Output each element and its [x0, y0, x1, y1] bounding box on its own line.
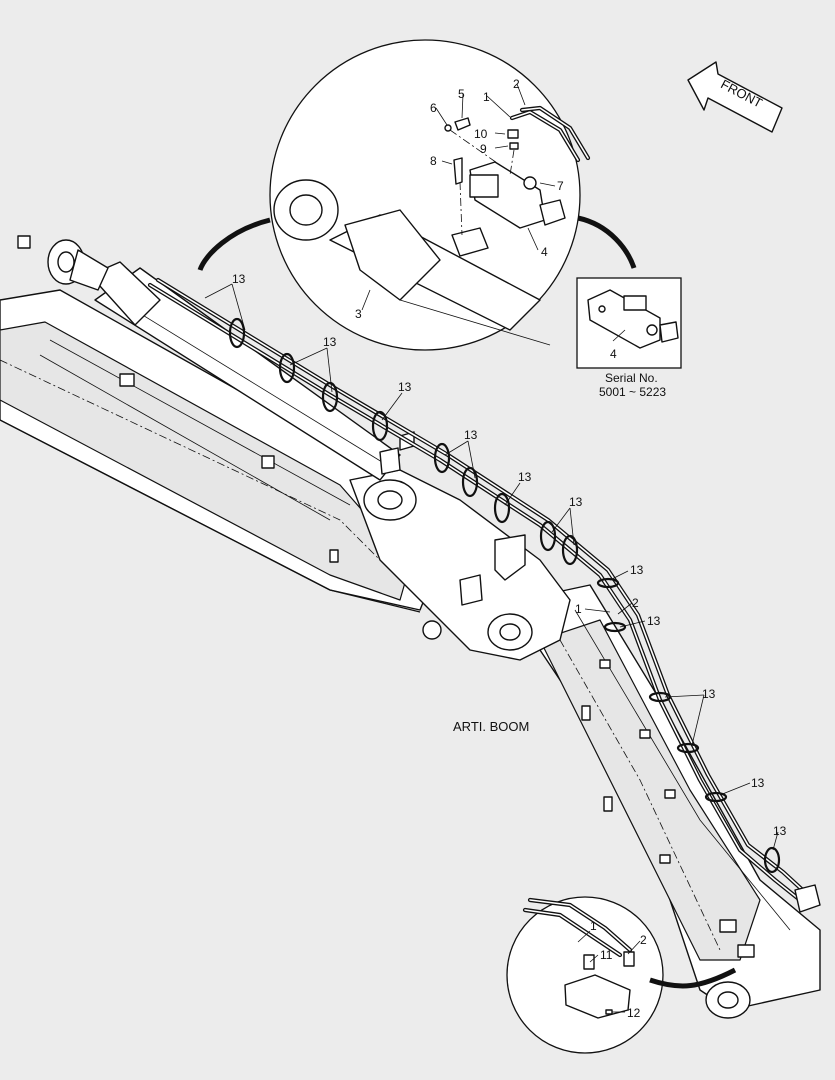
callout-4-detail: 4	[541, 245, 548, 259]
callout-4-serial: 4	[610, 347, 617, 361]
callout-13-k: 13	[773, 824, 787, 838]
callout-6: 6	[430, 101, 437, 115]
hose-assembly	[147, 277, 821, 913]
leader-lines	[204, 83, 779, 1013]
callout-13-f: 13	[569, 495, 583, 509]
callout-1-boom: 1	[575, 602, 582, 616]
serial-range: 5001 ~ 5223	[599, 385, 666, 399]
boom-structure	[0, 235, 821, 1019]
detail-view-fitting	[506, 896, 737, 1054]
callout-9: 9	[480, 142, 487, 156]
callout-13-j: 13	[751, 776, 765, 790]
callout-13-e: 13	[518, 470, 532, 484]
callout-2-detail: 2	[513, 77, 520, 91]
callout-13-b: 13	[323, 335, 337, 349]
callout-13-g: 13	[630, 563, 644, 577]
callout-10: 10	[474, 127, 488, 141]
front-direction-arrow: FRONT	[687, 61, 783, 133]
callout-8: 8	[430, 154, 437, 168]
callout-11: 11	[600, 948, 613, 962]
boom-cylinder	[47, 239, 415, 481]
detail-view-valve	[197, 39, 637, 351]
callout-3: 3	[355, 307, 362, 321]
callout-1-detail: 1	[483, 90, 490, 104]
callout-7: 7	[557, 179, 564, 193]
callout-13-c: 13	[398, 380, 412, 394]
serial-label: Serial No.	[605, 371, 658, 385]
callout-5: 5	[458, 87, 465, 101]
callout-1-bottom: 1	[590, 919, 597, 933]
callout-13-d: 13	[464, 428, 478, 442]
callout-12: 12	[627, 1006, 641, 1020]
serial-detail-box	[576, 277, 682, 369]
arti-boom-label: ARTI. BOOM	[453, 719, 529, 734]
callout-2-boom: 2	[632, 596, 639, 610]
callout-13-i: 13	[702, 687, 716, 701]
callout-labels: 2 1 5 6 10 9 8 7 4 3 4 Serial No. 5001 ~…	[232, 77, 787, 1020]
callout-13-a: 13	[232, 272, 246, 286]
callout-2-bottom: 2	[640, 933, 647, 947]
callout-13-h: 13	[647, 614, 661, 628]
